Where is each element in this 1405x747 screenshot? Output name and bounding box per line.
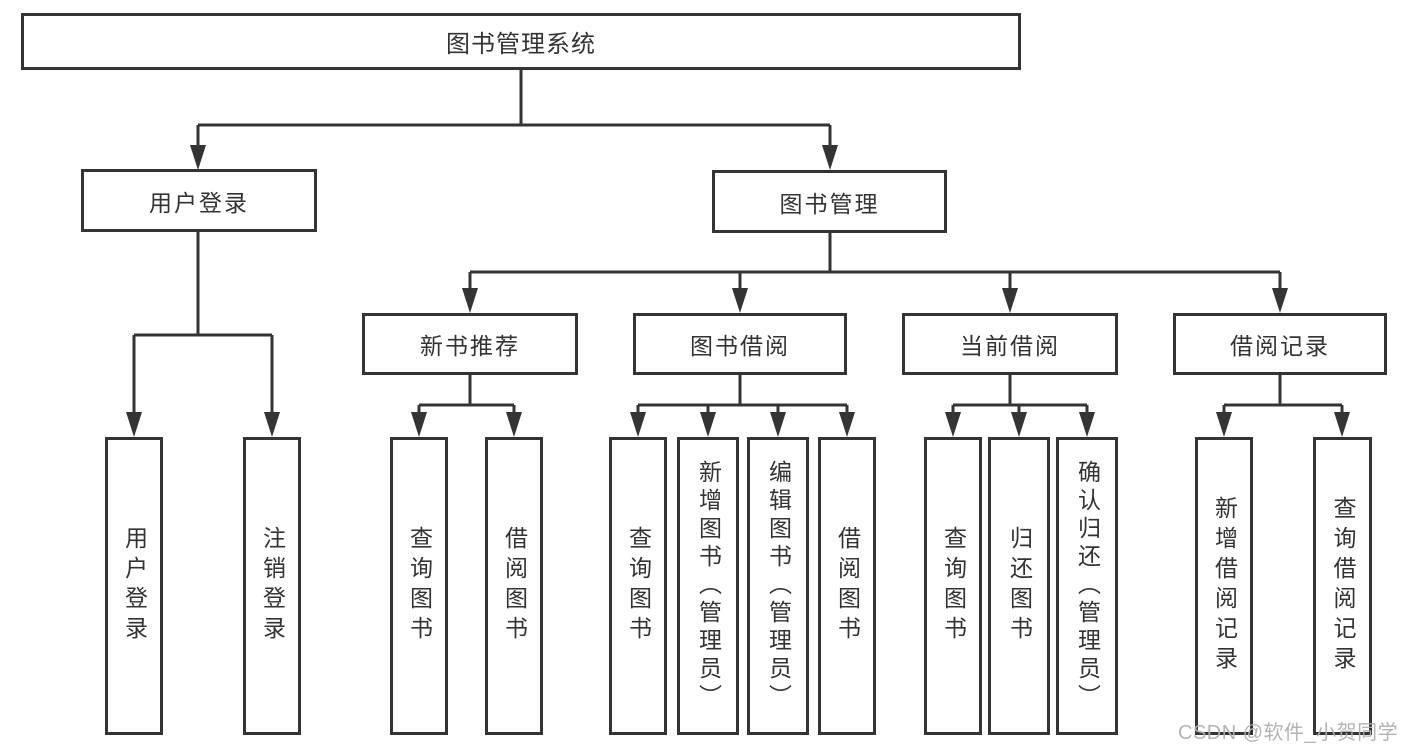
leaf-query-books-borrowing: 查询图书 [609,437,667,735]
leaf-query-books-current: 查询图书 [924,437,982,735]
leaf-edit-books-admin: 编辑图书（管理员） [747,437,809,735]
node-user-login: 用户登录 [81,169,317,232]
leaf-label: 编辑图书（管理员） [765,460,792,712]
node-label: 用户登录 [149,189,249,216]
node-label: 图书管理 [779,190,880,217]
leaf-label: 借阅图书 [501,526,528,646]
leaf-confirm-return-admin: 确认归还（管理员） [1056,437,1118,735]
leaf-label: 借阅图书 [834,526,861,646]
node-new-book-recommend: 新书推荐 [362,313,578,375]
leaf-logout: 注销登录 [243,437,301,735]
leaf-query-borrow-record: 查询借阅记录 [1313,437,1372,735]
leaf-borrow-books-borrowing: 借阅图书 [818,437,876,735]
leaf-add-books-admin: 新增图书（管理员） [677,437,739,735]
leaf-user-login: 用户登录 [105,437,163,735]
leaf-label: 查询图书 [406,526,433,646]
node-label: 当前借阅 [960,333,1060,359]
leaf-label: 注销登录 [259,526,286,646]
leaf-label: 新增借阅记录 [1211,496,1238,676]
node-current-borrowing: 当前借阅 [902,313,1118,375]
node-book-management: 图书管理 [712,170,947,233]
node-label: 图书借阅 [690,333,790,359]
leaf-return-books: 归还图书 [988,437,1050,735]
node-label: 图书管理系统 [446,31,596,58]
leaf-label: 查询借阅记录 [1330,496,1356,676]
leaf-label: 查询图书 [940,526,967,646]
leaf-label: 归还图书 [1006,526,1033,646]
leaf-label: 新增图书（管理员） [695,460,722,712]
node-label: 新书推荐 [420,333,520,359]
node-root-library-system: 图书管理系统 [21,13,1021,70]
node-label: 借阅记录 [1230,333,1330,359]
csdn-watermark: CSDN @软件_小贺同学 [1178,722,1399,744]
node-book-borrowing: 图书借阅 [633,313,847,375]
node-borrow-records: 借阅记录 [1173,313,1387,375]
leaf-label: 查询图书 [625,526,652,646]
leaf-label: 确认归还（管理员） [1074,460,1101,712]
leaf-query-books-recommend: 查询图书 [390,437,448,735]
leaf-label: 用户登录 [121,526,148,646]
leaf-borrow-books-recommend: 借阅图书 [485,437,543,735]
leaf-add-borrow-record: 新增借阅记录 [1195,437,1253,735]
